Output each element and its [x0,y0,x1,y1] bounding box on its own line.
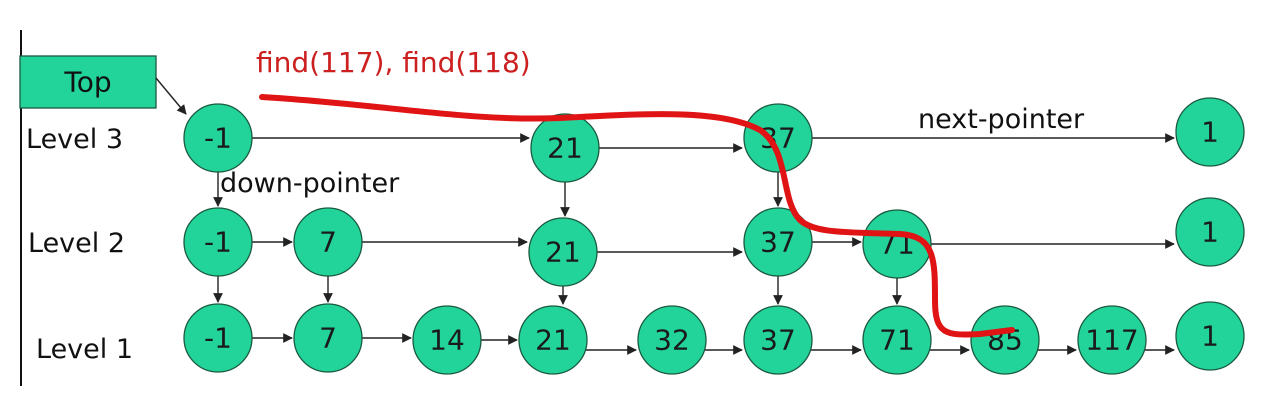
skip-list-node: 14 [412,305,482,375]
node-value: -1 [204,226,232,259]
node-value: 1 [1201,216,1219,249]
skip-list-node: 21 [528,217,598,287]
top-label: Top [63,66,111,99]
node-value: 37 [760,226,796,259]
level-2-label: Level 2 [28,228,125,259]
node-circle [743,207,813,277]
node-value: 7 [319,322,337,355]
node-value: 21 [545,236,581,269]
node-value: 21 [535,324,571,357]
node-circle [412,305,482,375]
node-circle [518,305,588,375]
node-layer: -1 21 37 1 -1 7 21 37 71 1 -1 7 14 21 32 37 71 85 117 1 [183,97,1245,375]
search-path [259,94,1015,338]
skip-list-node: -1 [183,207,253,277]
level-1-label: Level 1 [36,334,133,365]
node-circle [862,305,932,375]
skip-list-node: -1 [183,303,253,373]
node-value: 32 [654,324,690,357]
pointer-links [213,133,1175,355]
skip-list-node: 117 [1077,305,1147,375]
node-circle [862,209,932,279]
node-value: 21 [547,132,583,165]
skip-list-node: 71 [862,209,932,279]
skip-list-node: 37 [743,207,813,277]
node-value: 7 [319,226,337,259]
next-pointer-label: next-pointer [918,104,1085,135]
node-circle [970,305,1040,375]
node-value: -1 [204,322,232,355]
node-value: 37 [760,324,796,357]
top-arrow [155,77,187,115]
node-circle [183,207,253,277]
node-circle [743,305,813,375]
node-circle [293,207,363,277]
node-circle [637,305,707,375]
node-circle [183,303,253,373]
node-value: 14 [429,324,465,357]
skip-list-node: 21 [518,305,588,375]
skip-list-node: -1 [183,103,253,173]
level-3-label: Level 3 [26,124,123,155]
node-circle [530,113,600,183]
skip-list-node: 7 [293,303,363,373]
node-value: 117 [1085,324,1138,357]
node-value: -1 [204,122,232,155]
down-pointer-label: down-pointer [220,168,400,199]
node-circle [1175,197,1245,267]
node-value: 1 [1201,116,1219,149]
node-circle [743,103,813,173]
left-border-line [20,30,22,386]
skip-list-node: 7 [293,207,363,277]
top-pointer-box: Top [19,55,157,109]
node-circle [293,303,363,373]
node-value: 1 [1201,320,1219,353]
node-circle [1175,97,1245,167]
skip-list-node: 32 [637,305,707,375]
skip-list-node: 85 [970,305,1040,375]
skip-list-node: 37 [743,305,813,375]
skip-list-node: 37 [743,103,813,173]
skip-list-node: 71 [862,305,932,375]
skip-list-node: 1 [1175,97,1245,167]
node-circle [1175,301,1245,371]
top-box-rect [19,55,157,109]
node-value: 71 [879,324,915,357]
query-label: find(117), find(118) [256,46,531,79]
node-circle [528,217,598,287]
node-circle [183,103,253,173]
skip-list-node: 21 [530,113,600,183]
skip-list-node: 1 [1175,197,1245,267]
skip-list-node: 1 [1175,301,1245,371]
node-circle [1077,305,1147,375]
